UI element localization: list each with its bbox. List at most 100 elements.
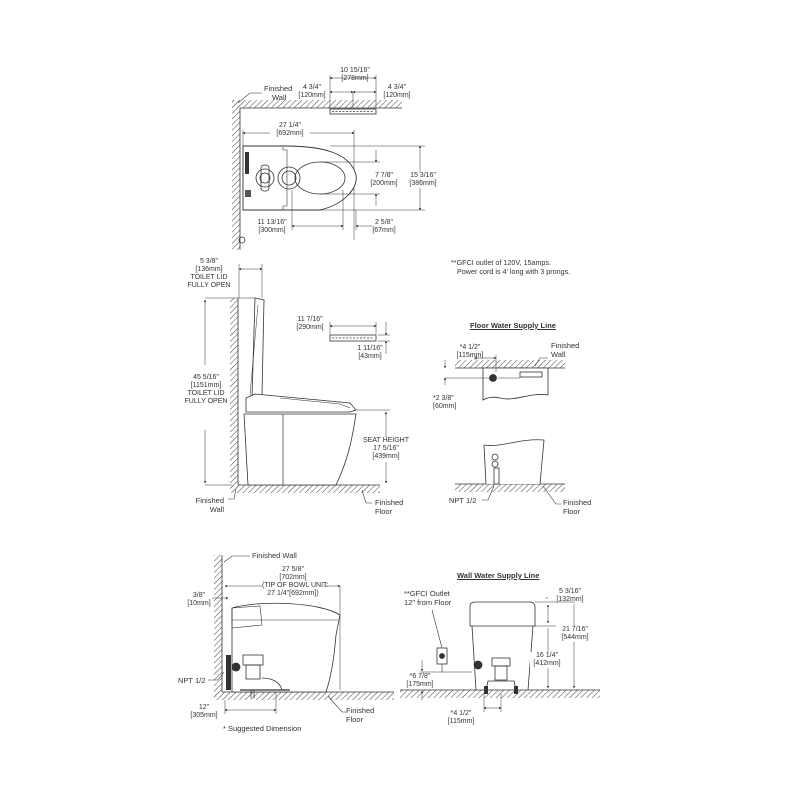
dim-in: 3/8"	[192, 592, 206, 599]
section-rough-in-dim: 12"[305mm]	[184, 704, 224, 720]
label-line: Wall	[272, 93, 287, 102]
label-line: Finished	[264, 84, 293, 93]
dim-mm: [115mm]	[447, 718, 475, 725]
dim-in: 11 7/16"	[297, 316, 323, 323]
dim-in: 1 11/16"	[357, 345, 383, 352]
dim-caption: TOILET LID	[190, 274, 228, 281]
dim-note: 27 1/4"[692mm])	[267, 590, 319, 597]
floor-wall-offset-dim: *4 1/2"[115mm]	[452, 344, 488, 360]
dim-in: 12"	[198, 704, 210, 711]
dim-mm: [200mm]	[370, 180, 398, 187]
dim-in: *4 1/2"	[450, 710, 472, 717]
dim-in: 11 13/16"	[257, 219, 287, 226]
dim-caption: SEAT HEIGHT	[362, 437, 410, 444]
label-line: Wall	[551, 350, 566, 359]
dim-in: 27 5/8"	[282, 566, 304, 573]
dim-caption: FULLY OPEN	[187, 282, 231, 289]
label-line: Finished	[375, 498, 404, 507]
section-view	[208, 555, 394, 714]
gfci-note: **GFCI outlet of 120V, 15amps.Power cord…	[451, 258, 570, 276]
section-overall-depth-dim: 27 5/8"[702mm](TIP OF BOWL UNIT:27 1/4"[…	[262, 566, 329, 598]
dim-mm: [300mm]	[258, 227, 286, 234]
front-offset-dim: 2 5/8"[67mm]	[369, 219, 399, 235]
remote-right-dim: 4 3/4"[120mm]	[380, 84, 414, 100]
dim-in: 21 7/16"	[562, 626, 588, 633]
dim-mm: [67mm]	[372, 227, 396, 234]
dim-mm: [544mm]	[561, 634, 589, 641]
remote-left-dim: 4 3/4"[120mm]	[295, 84, 329, 100]
remote-width-dim: 10 15/16"[278mm]	[335, 67, 375, 83]
dim-in: 17 5/16"	[373, 445, 399, 452]
dim-in: *6 7/8"	[409, 673, 431, 680]
dim-in: 16 1/4"	[536, 652, 558, 659]
dim-mm: [132mm]	[556, 596, 584, 603]
floor-npt-label: NPT 1/2	[449, 496, 477, 505]
overall-width-dim: 15 3/16"[386mm]	[405, 172, 441, 188]
label-line: **GFCI Outlet	[404, 589, 450, 598]
dim-in: 27 1/4"	[279, 122, 301, 129]
dim-mm: [692mm]	[276, 130, 304, 137]
wall-supply-height-dim: *6 7/8"[175mm]	[404, 673, 436, 689]
dim-mm: [412mm]	[533, 660, 561, 667]
wall-supply-view	[400, 597, 600, 712]
dim-mm: [136mm]	[195, 266, 223, 273]
dim-mm: [702mm]	[279, 574, 307, 581]
dim-mm: [43mm]	[358, 353, 382, 360]
dim-in: *2 3/8"	[433, 395, 454, 402]
top-view	[232, 75, 425, 250]
dim-mm: [290mm]	[296, 324, 324, 331]
dim-caption: TOILET LID	[187, 390, 225, 397]
dim-mm: [60mm]	[433, 403, 457, 410]
wall-body-height-dim: 16 1/4"[412mm]	[530, 652, 564, 668]
label-line: Wall	[209, 505, 224, 514]
remote-length-dim: 11 7/16"[290mm]	[292, 316, 328, 332]
note-line: Power cord is 4' long with 3 prongs.	[457, 267, 571, 276]
floor-supply-view	[443, 355, 565, 505]
dim-mm: [175mm]	[406, 681, 434, 688]
tank-top-dim: 5 3/16"[132mm]	[553, 588, 587, 604]
dim-in: 15 3/16"	[410, 172, 436, 179]
dim-in: 5 3/8"	[199, 258, 219, 265]
dim-in: *4 1/2"	[459, 344, 481, 351]
overall-length-dim: 27 1/4"[692mm]	[270, 122, 310, 138]
label-line: Floor	[346, 715, 364, 724]
section-npt-label: NPT 1/2	[178, 676, 206, 685]
label-line: Floor	[375, 507, 393, 516]
dim-in: 45 5/16"	[193, 374, 219, 381]
label-line: 12" from Floor	[404, 598, 452, 607]
wall-overall-height-dim: 21 7/16"[544mm]	[558, 626, 592, 642]
bowl-width-dim: 7 7/8"[200mm]	[366, 172, 402, 188]
label-line: Floor	[563, 507, 581, 516]
dim-mm: [120mm]	[383, 92, 411, 99]
dim-mm: [278mm]	[341, 75, 369, 82]
wall-supply-offset-dim: *4 1/2"[115mm]	[444, 710, 478, 726]
dim-mm: [115mm]	[456, 352, 484, 359]
dim-in: 7 7/8"	[374, 172, 394, 179]
dim-in: 10 15/16"	[340, 67, 370, 74]
dim-mm: [120mm]	[298, 92, 326, 99]
floor-supply-title: Floor Water Supply Line	[470, 321, 556, 330]
wall-supply-title: Wall Water Supply Line	[457, 571, 540, 580]
floor-depth-offset-dim: *2 3/8"[60mm]	[433, 395, 456, 411]
side-view	[203, 264, 390, 504]
dim-in: 5 3/16"	[559, 588, 581, 595]
remote-height-dim: 1 11/16"[43mm]	[352, 345, 388, 361]
section-finished-wall-label: Finished Wall	[252, 551, 297, 560]
dim-mm: [386mm]	[409, 180, 437, 187]
dim-caption: FULLY OPEN	[184, 398, 228, 405]
label-line: Finished	[195, 496, 224, 505]
dim-in: 4 3/4"	[387, 84, 407, 91]
label-line: Finished	[551, 341, 580, 350]
dim-mm: [10mm]	[187, 600, 211, 607]
dim-mm: [439mm]	[372, 453, 400, 460]
